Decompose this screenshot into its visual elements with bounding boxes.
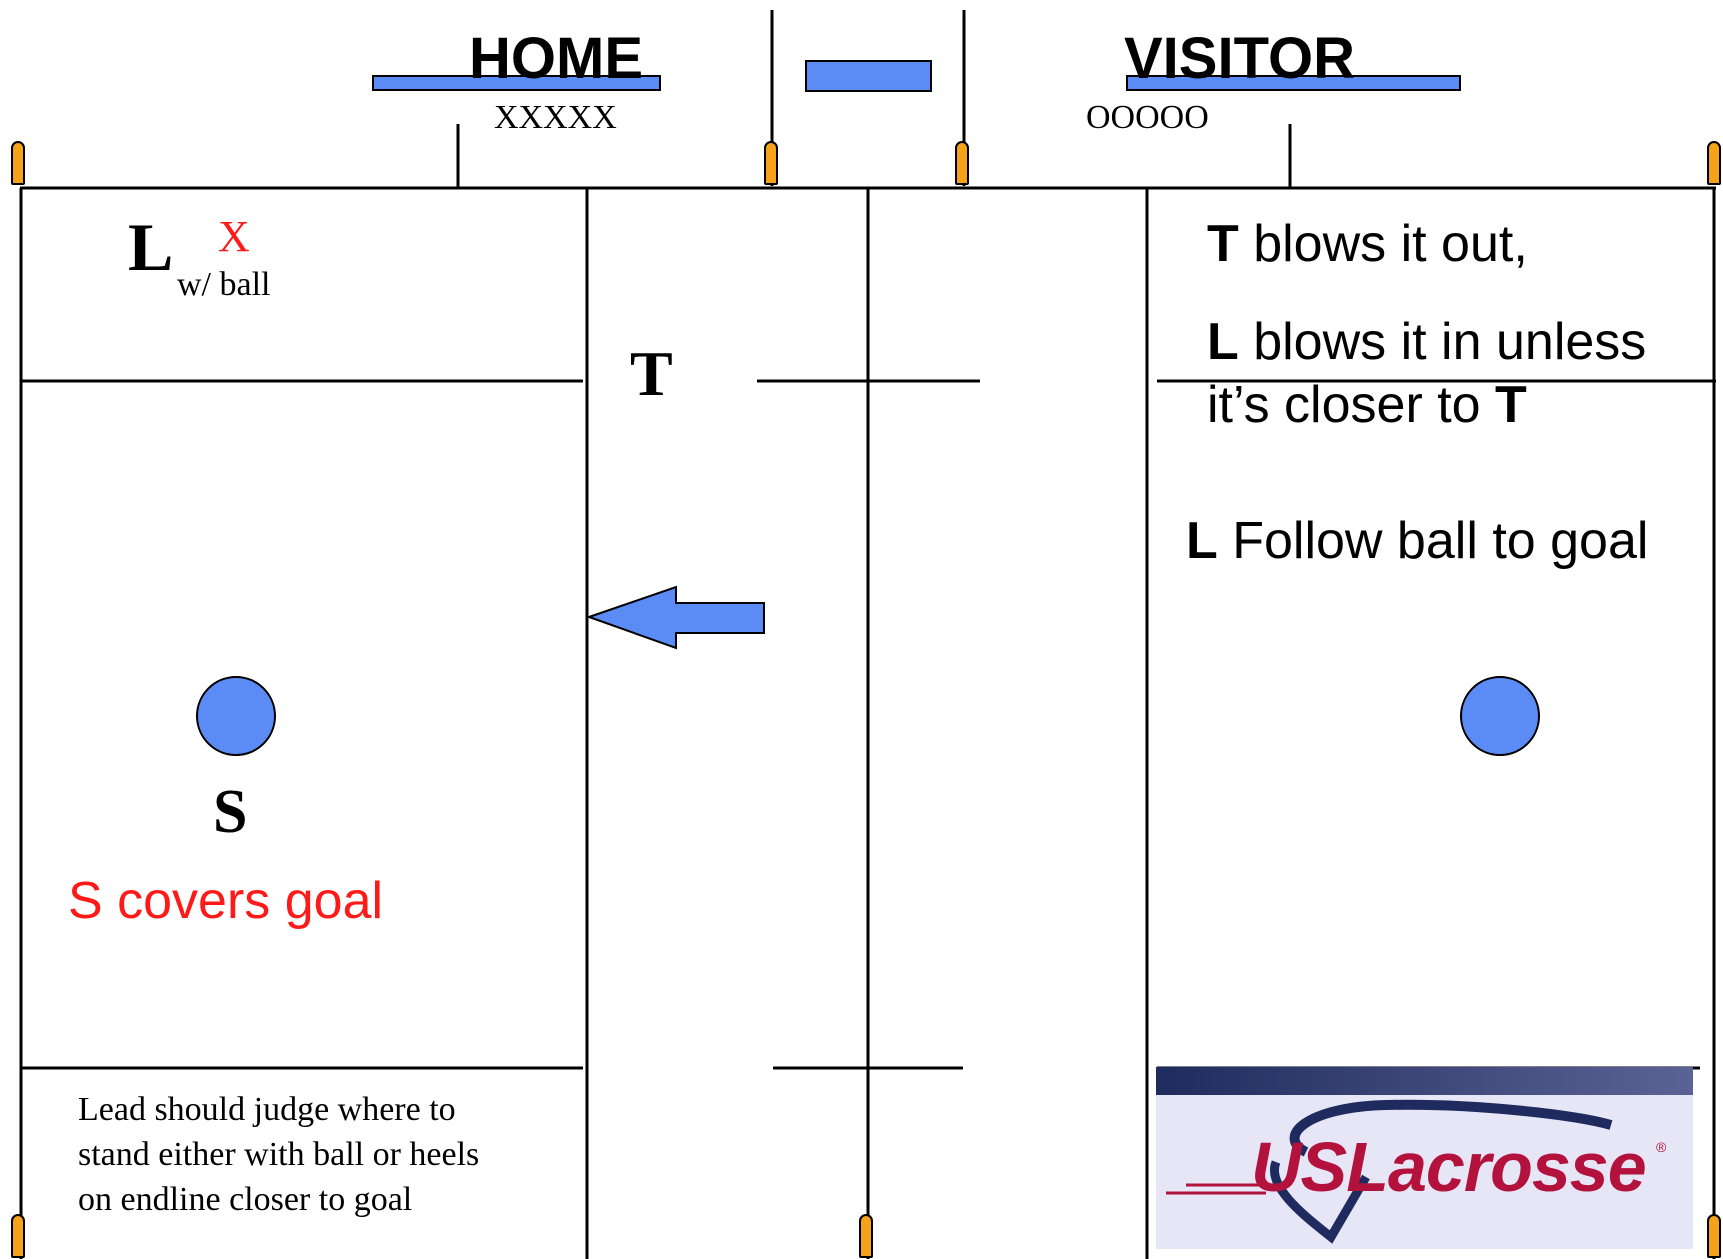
pennant-icon — [764, 141, 778, 185]
pennant-icon — [955, 141, 969, 185]
goal-right — [1460, 676, 1540, 756]
pennant-icon — [11, 141, 25, 185]
lead-caption: w/ ball — [177, 266, 270, 303]
visitor-title: VISITOR — [1124, 26, 1355, 91]
pennant-icon — [1707, 1214, 1721, 1258]
l-blows-in-note-line1: L blows it in unless — [1207, 313, 1646, 371]
logo-registered-mark: ® — [1656, 1139, 1667, 1155]
arrow-left-icon — [585, 585, 765, 650]
home-players: XXXXX — [494, 99, 617, 136]
goal-left — [196, 676, 276, 756]
visitor-bench-bar — [1126, 75, 1461, 91]
trail-official-label: T — [630, 338, 673, 409]
visitor-players: OOOOO — [1086, 99, 1209, 136]
logo-wordmark: USLacrosse — [1251, 1128, 1647, 1206]
single-official-label: S — [213, 778, 247, 846]
s-covers-goal-note: S covers goal — [68, 872, 383, 930]
pennant-icon — [859, 1214, 873, 1258]
l-follow-ball-note: L Follow ball to goal — [1186, 512, 1648, 570]
table-bar — [805, 60, 932, 92]
lacrosse-stick-icon — [1166, 1099, 1613, 1244]
lead-ball-marker: X — [218, 212, 250, 261]
pennant-icon — [11, 1214, 25, 1258]
home-bench-bar — [372, 75, 661, 91]
home-title: HOME — [469, 26, 643, 91]
t-blows-out-note: T blows it out, — [1207, 215, 1528, 273]
us-lacrosse-logo: USLacrosse ® — [1156, 1067, 1693, 1249]
logo-band — [1156, 1067, 1693, 1095]
lead-judgement-note: Lead should judge where to stand either … — [78, 1091, 480, 1218]
l-blows-in-note-line2: it’s closer to T — [1207, 376, 1527, 434]
pennant-icon — [1707, 141, 1721, 185]
lead-official-label: L — [128, 209, 173, 285]
